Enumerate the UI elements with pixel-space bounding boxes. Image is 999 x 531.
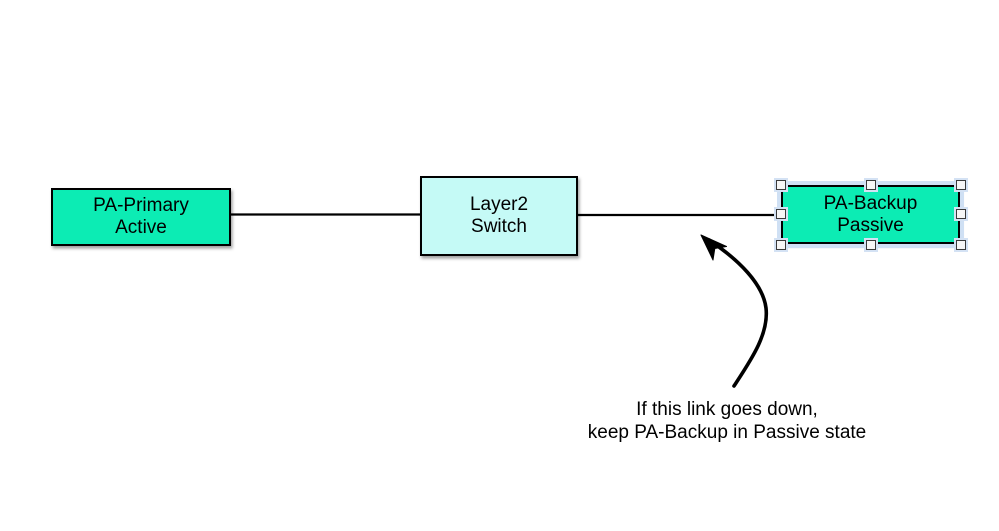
- node-pa-backup[interactable]: PA-Backup Passive: [775, 179, 966, 250]
- selection-handle-middle-right[interactable]: [955, 209, 966, 219]
- selection-handle-bottom-right[interactable]: [955, 239, 966, 250]
- selection-handle-top-middle[interactable]: [866, 179, 876, 190]
- annotation-text[interactable]: If this link goes down, keep PA-Backup i…: [527, 398, 927, 444]
- selection-handle-top-left[interactable]: [775, 179, 786, 190]
- annotation-arrowhead-icon: [700, 234, 727, 261]
- annotation-text-line2: keep PA-Backup in Passive state: [587, 422, 867, 443]
- node-layer2-switch-label-line2: Switch: [471, 216, 527, 237]
- node-layer2-switch[interactable]: Layer2 Switch: [420, 176, 578, 256]
- selection-handle-bottom-left[interactable]: [775, 239, 786, 250]
- node-pa-primary-label-line1: PA-Primary: [93, 195, 189, 216]
- selection-handle-bottom-middle[interactable]: [866, 239, 876, 250]
- node-pa-backup-label-line1: PA-Backup: [823, 192, 918, 214]
- node-pa-primary[interactable]: PA-Primary Active: [51, 188, 231, 246]
- selection-handle-top-right[interactable]: [955, 179, 966, 190]
- annotation-text-line1: If this link goes down,: [636, 399, 818, 420]
- node-pa-backup-label-line2: Passive: [837, 214, 904, 236]
- node-pa-primary-label-line2: Active: [115, 217, 167, 238]
- selection-handle-middle-left[interactable]: [775, 209, 786, 219]
- annotation-arrow-shaft[interactable]: [707, 238, 769, 388]
- node-layer2-switch-label-line1: Layer2: [469, 194, 529, 215]
